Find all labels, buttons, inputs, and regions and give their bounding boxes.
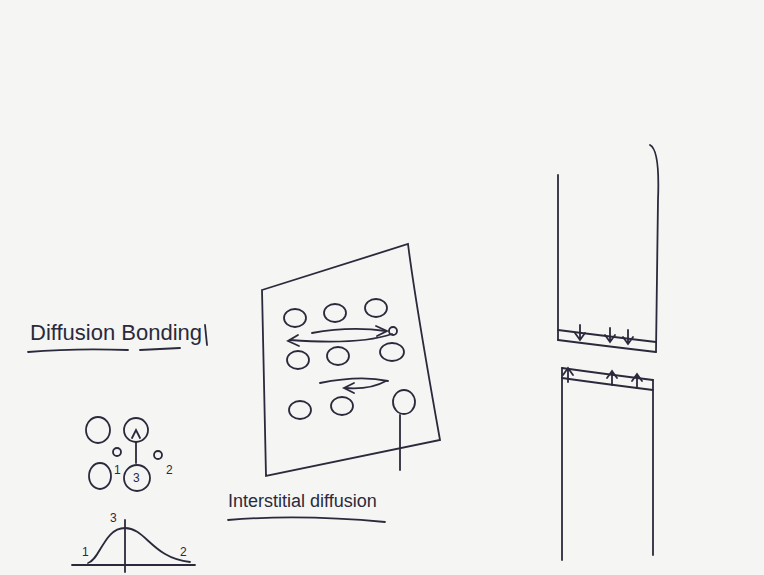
- callout-number: 1: [114, 464, 121, 476]
- callout-number: 1: [82, 546, 89, 558]
- energy-curve: [72, 520, 195, 572]
- bonded-pieces: [558, 145, 658, 560]
- atom-sketch: [86, 417, 162, 491]
- handwritten-note: Interstitial diffusion: [228, 492, 377, 510]
- callout-number: 3: [110, 512, 117, 524]
- callout-number: 2: [166, 464, 173, 476]
- callout-number: 3: [133, 472, 140, 484]
- heading: Diffusion Bonding: [30, 322, 202, 344]
- diffusion-underline: [228, 517, 385, 522]
- lattice-sketch: [262, 244, 440, 476]
- callout-number: 2: [180, 546, 187, 558]
